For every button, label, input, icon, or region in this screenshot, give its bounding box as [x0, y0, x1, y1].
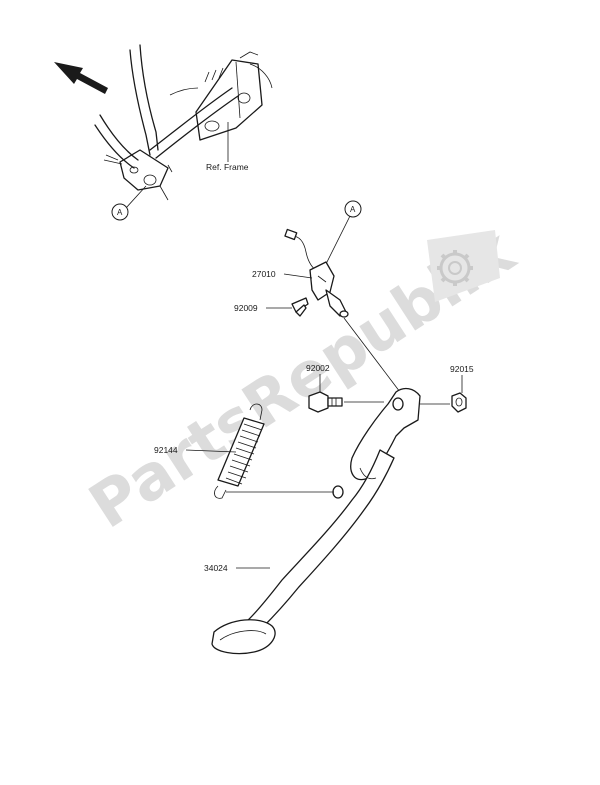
part-27010-label: 27010 — [252, 269, 276, 279]
side-stand — [211, 387, 421, 655]
part-27010-group: 27010 — [252, 269, 313, 279]
pivot-bolt-92002 — [308, 391, 384, 413]
part-92002-group: 92002 — [306, 363, 330, 392]
spring-92144 — [214, 403, 334, 499]
gear-icon — [427, 230, 500, 302]
part-34024-group: 34024 — [204, 563, 270, 573]
callout-a-frame-letter: A — [117, 208, 123, 217]
ref-frame-label: Ref. Frame — [206, 162, 249, 172]
nut-92015 — [420, 392, 467, 413]
part-92009-label: 92009 — [234, 303, 258, 313]
part-92144-label: 92144 — [154, 445, 178, 455]
ref-frame-label-group: Ref. Frame — [206, 122, 249, 172]
callout-a-frame: A — [111, 185, 147, 221]
part-34024-label: 34024 — [204, 563, 228, 573]
side-stand-switch — [284, 228, 349, 318]
front-direction-arrow-icon — [54, 62, 108, 94]
part-92144-group: 92144 — [154, 445, 237, 455]
part-92002-label: 92002 — [306, 363, 330, 373]
switch-alignment-line — [343, 317, 401, 393]
part-92009-group: 92009 — [234, 303, 292, 313]
watermark: PartsRepublik — [76, 214, 527, 543]
screw-92009 — [291, 297, 309, 317]
part-92015-label: 92015 — [450, 364, 474, 374]
part-92015-group: 92015 — [450, 364, 474, 393]
callout-a-switch: A — [323, 200, 362, 269]
callout-a-switch-letter: A — [350, 205, 356, 214]
frame-drawing — [94, 44, 273, 201]
